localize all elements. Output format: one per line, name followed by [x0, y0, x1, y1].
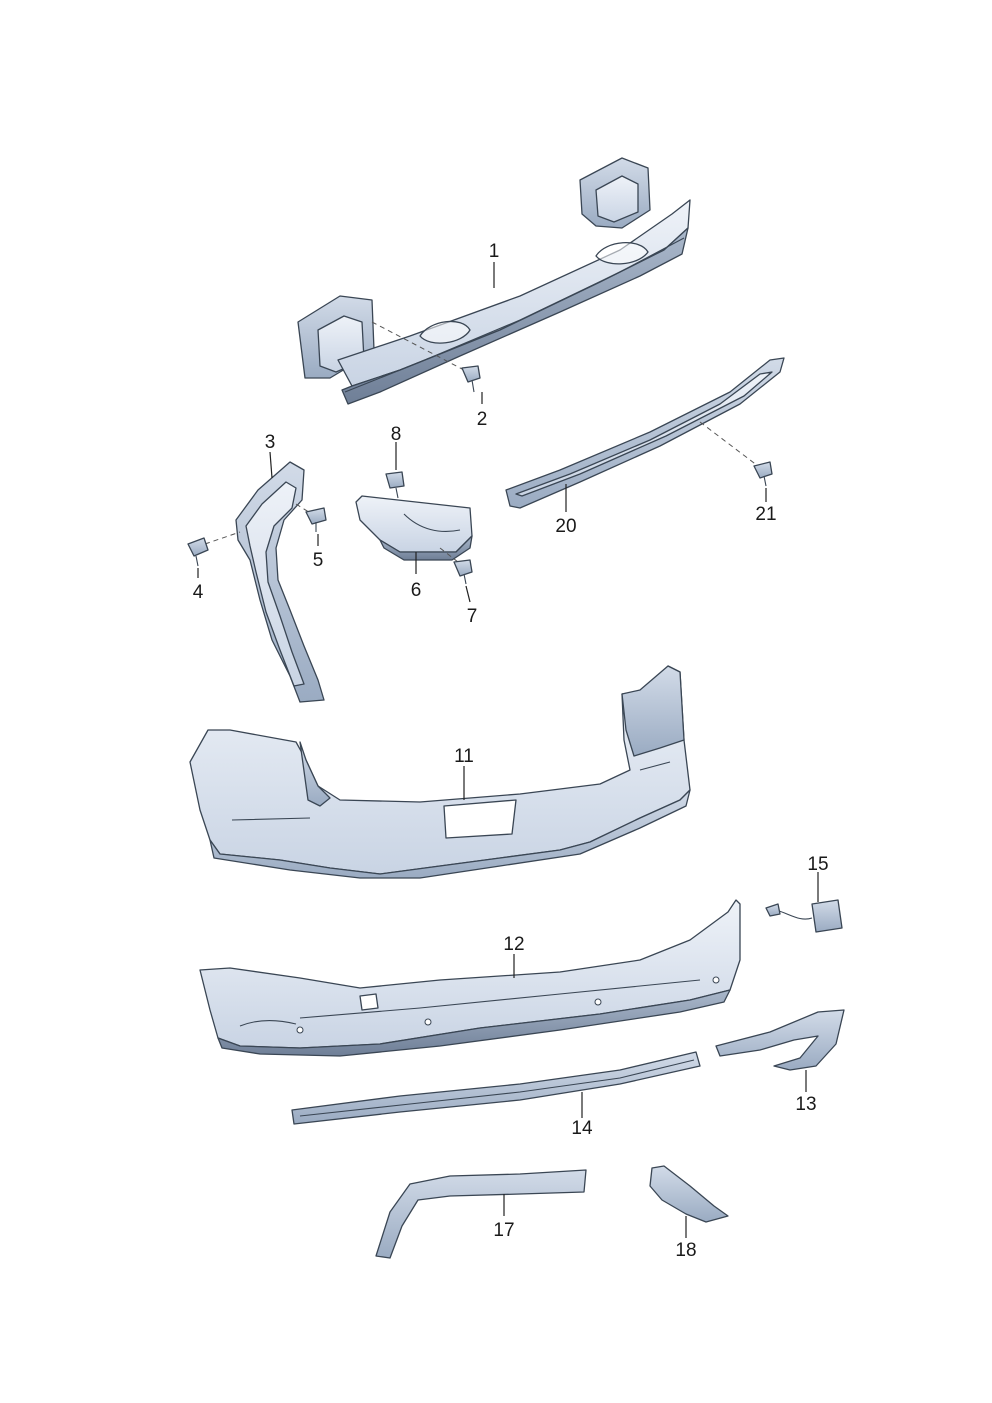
clip-part-8	[385, 471, 405, 499]
screw-part-21	[753, 461, 773, 487]
guide-rail-part-20	[505, 357, 785, 509]
trim-strip-part-14	[291, 1051, 701, 1125]
molding-part-17	[375, 1169, 587, 1259]
callout-11: 11	[454, 746, 474, 767]
callout-3: 3	[265, 432, 276, 453]
clip-part-5	[295, 503, 327, 532]
callout-8: 8	[391, 424, 402, 445]
callout-20: 20	[555, 516, 576, 537]
callout-17: 17	[493, 1220, 514, 1241]
callout-7: 7	[467, 606, 478, 627]
callout-18: 18	[675, 1240, 696, 1261]
leader-lines	[197, 262, 819, 1238]
callout-14: 14	[571, 1118, 593, 1139]
callout-5: 5	[313, 550, 324, 571]
screw-part-4	[187, 531, 241, 567]
callout-6: 6	[411, 580, 422, 601]
bumper-reinforcement-beam	[297, 157, 691, 405]
trim-piece-part-18	[649, 1165, 729, 1223]
screw-part-2	[371, 321, 481, 393]
side-guide-bracket-left	[235, 461, 325, 703]
callout-1: 1	[489, 241, 500, 262]
sensor-part-15	[765, 899, 843, 933]
callout-labels: 1 2 3 4 5 6 7 8 11 12 13 14 15 17 18 20 …	[193, 241, 829, 1261]
callout-15: 15	[807, 854, 828, 875]
callout-21: 21	[755, 504, 776, 525]
callout-13: 13	[795, 1094, 816, 1115]
guide-piece-part-6	[355, 495, 473, 561]
lower-bumper-part-12	[199, 899, 741, 1057]
screw-part-7	[439, 547, 473, 585]
callout-4: 4	[193, 582, 204, 603]
bumper-cover-part-11	[189, 665, 691, 879]
callout-12: 12	[503, 934, 524, 955]
callout-2: 2	[477, 409, 488, 430]
trim-strip-part-13	[715, 1009, 845, 1071]
